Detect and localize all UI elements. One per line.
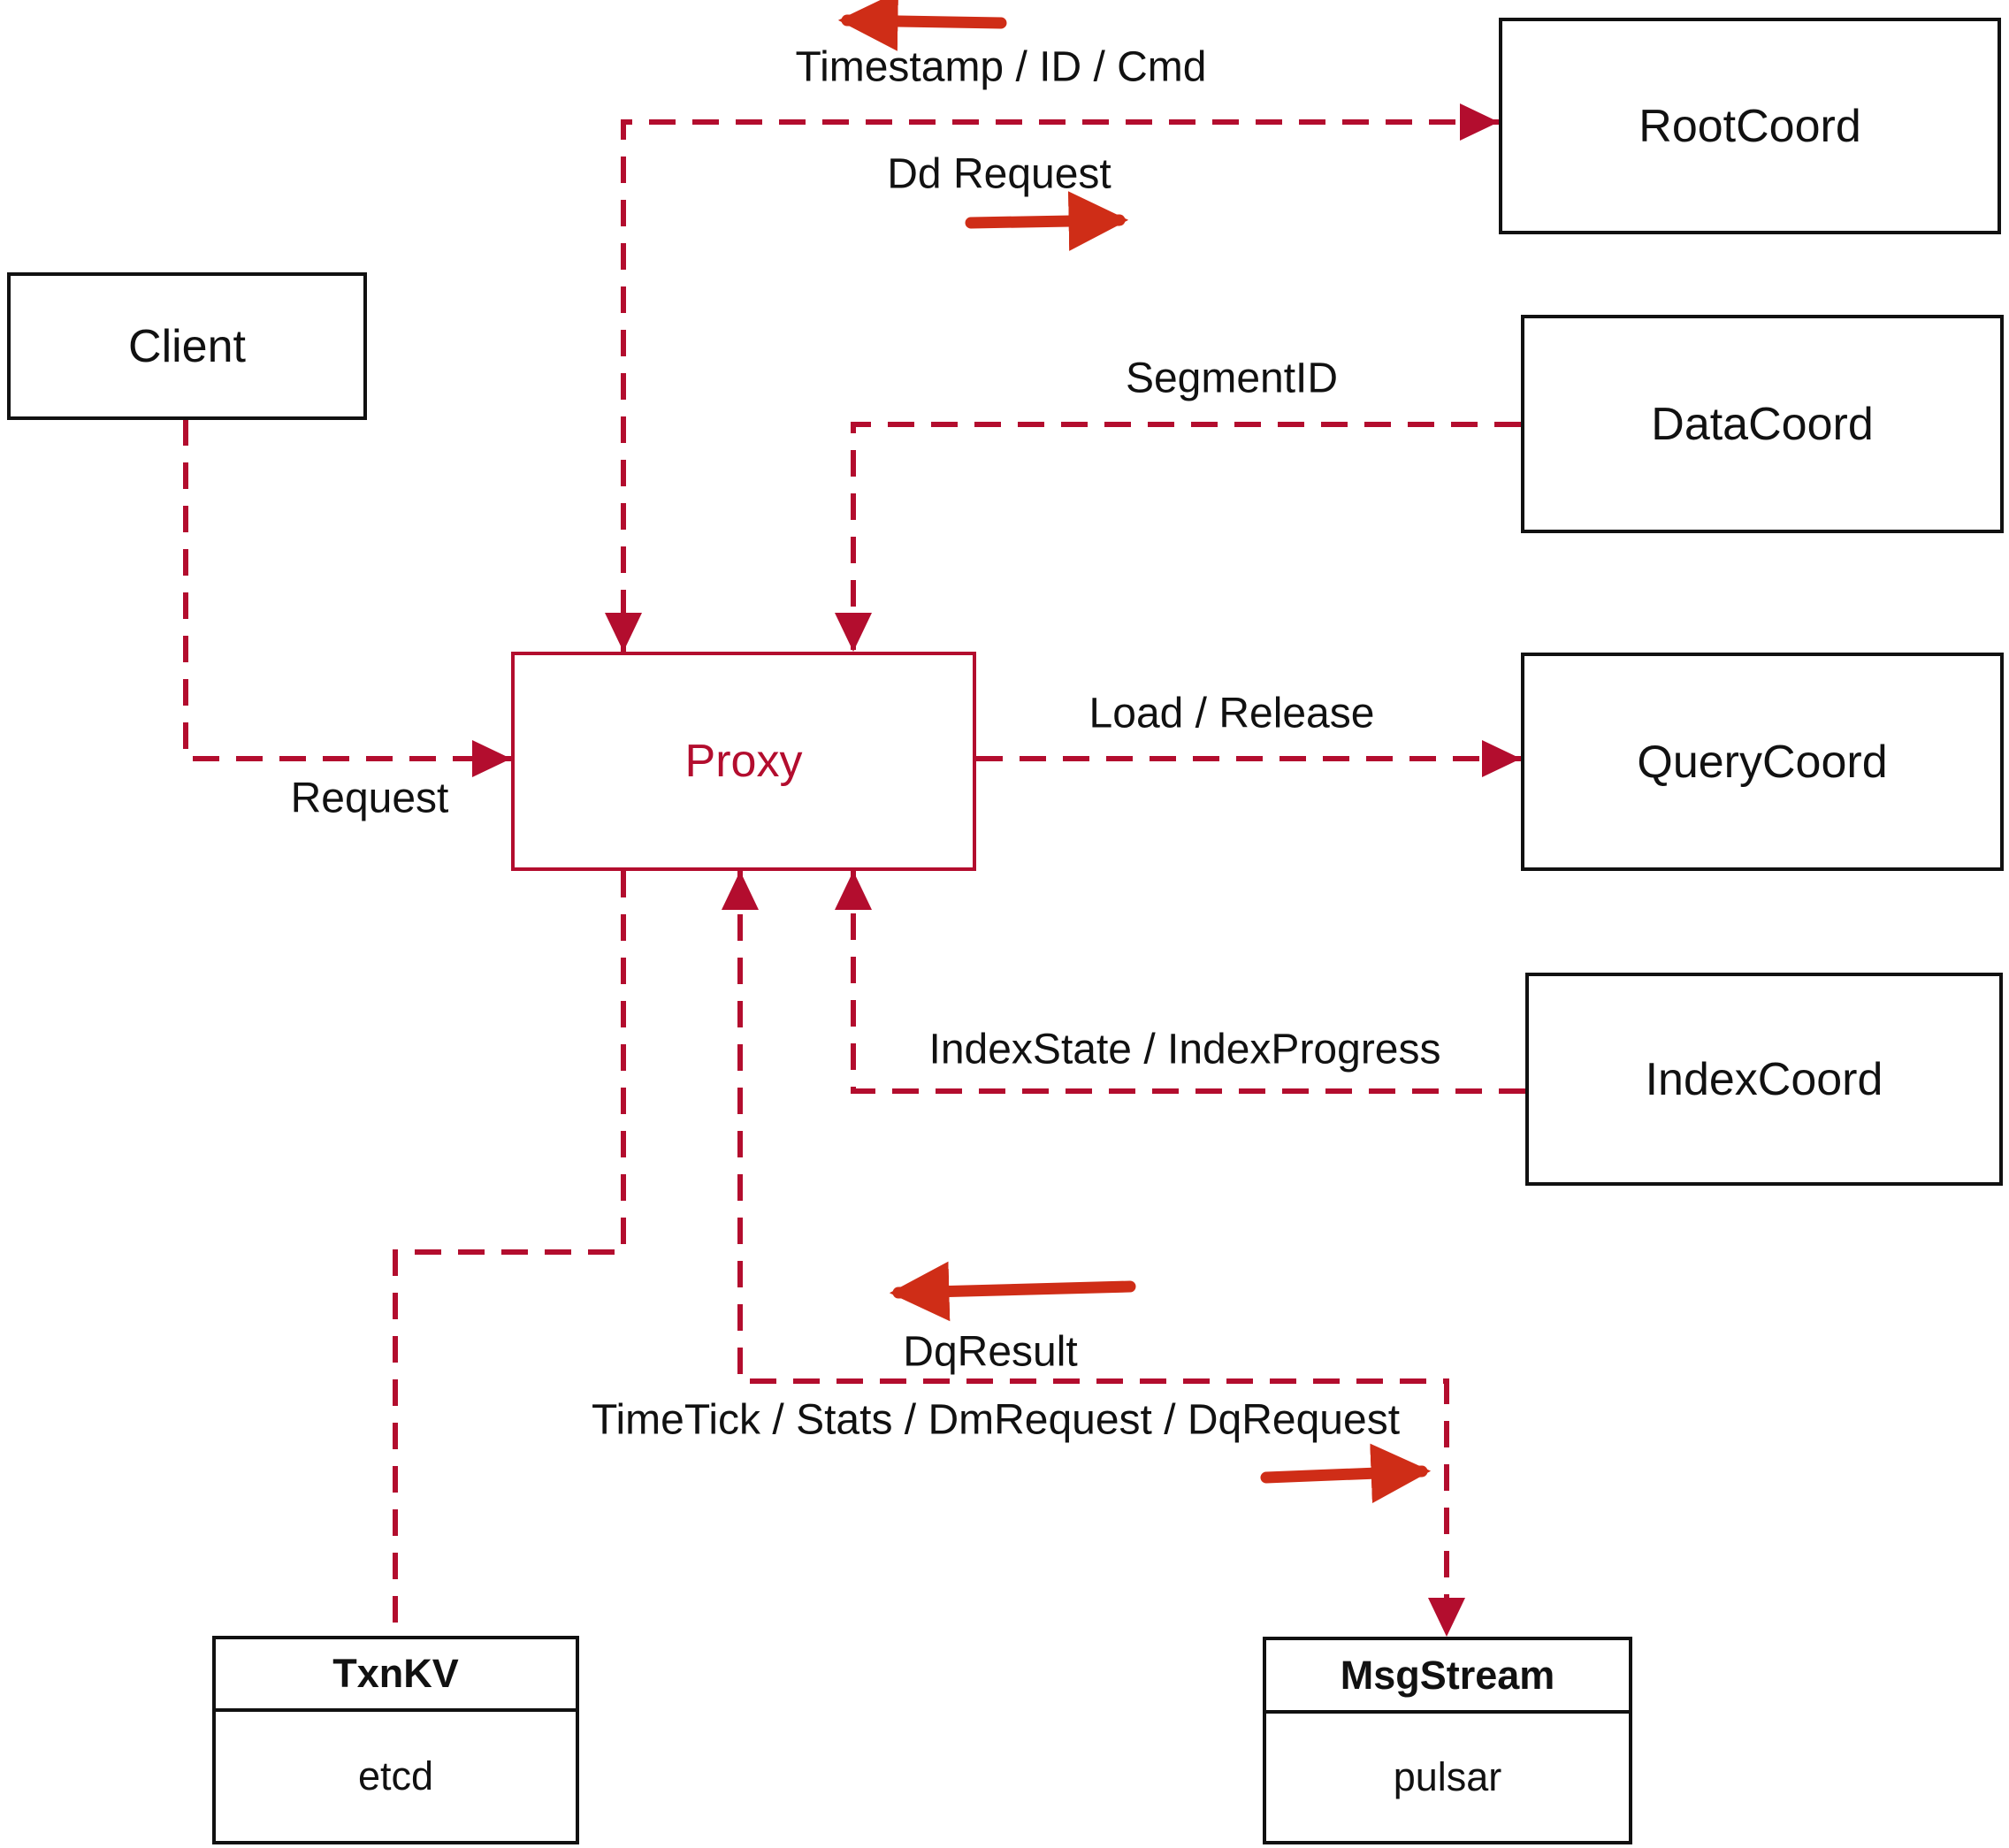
edge-datacoord-proxy xyxy=(851,422,1521,652)
direction-arrow-left-dqresult-icon xyxy=(889,1261,1136,1322)
node-indexcoord: IndexCoord xyxy=(1525,973,2003,1186)
edge-label-timestamp: Timestamp / ID / Cmd xyxy=(795,43,1207,91)
arrowhead-into-rootcoord xyxy=(1460,103,1499,141)
arrowhead-into-msgstream xyxy=(1428,1598,1465,1637)
edge-label-index-state: IndexState / IndexProgress xyxy=(928,1026,1441,1073)
arrowhead-into-querycoord xyxy=(1482,740,1521,777)
edge-indexcoord-proxy xyxy=(851,871,1525,1094)
edge-label-load-release: Load / Release xyxy=(1089,690,1375,737)
arrowhead-into-proxy-bottom-right xyxy=(835,871,872,910)
arrowhead-into-proxy-top-right xyxy=(835,613,872,652)
node-rootcoord-label: RootCoord xyxy=(1639,100,1861,152)
node-client: Client xyxy=(7,272,367,420)
edge-proxy-rootcoord xyxy=(621,119,1499,652)
node-client-label: Client xyxy=(128,320,246,372)
node-querycoord: QueryCoord xyxy=(1521,653,2004,871)
arrowhead-into-proxy-bottom-mid xyxy=(722,871,759,910)
edge-label-request: Request xyxy=(290,775,449,822)
node-proxy: Proxy xyxy=(511,652,976,871)
direction-arrow-right-timetick-icon xyxy=(1260,1443,1432,1504)
direction-arrow-right-dd-request-icon xyxy=(965,191,1129,251)
node-msgstream-value: pulsar xyxy=(1393,1754,1502,1799)
node-msgstream: MsgStream pulsar xyxy=(1263,1637,1632,1844)
node-datacoord: DataCoord xyxy=(1521,315,2004,533)
arrowhead-into-proxy-left xyxy=(472,740,511,777)
node-txnkv-value: etcd xyxy=(357,1753,434,1798)
arrowhead-into-proxy-top-left xyxy=(605,613,642,652)
edge-label-segment-id: SegmentID xyxy=(1125,355,1339,402)
node-datacoord-label: DataCoord xyxy=(1651,398,1874,450)
node-txnkv-title: TxnKV xyxy=(216,1639,576,1712)
edge-label-dq-result: DqResult xyxy=(903,1328,1078,1376)
node-msgstream-title: MsgStream xyxy=(1266,1640,1629,1714)
direction-arrow-left-timestamp-icon xyxy=(837,0,1007,51)
node-rootcoord: RootCoord xyxy=(1499,18,2001,234)
edge-label-timetick: TimeTick / Stats / DmRequest / DqRequest xyxy=(591,1396,1401,1444)
node-proxy-label: Proxy xyxy=(684,736,803,787)
edge-client-proxy xyxy=(183,419,511,761)
edge-proxy-msgstream xyxy=(737,871,1449,1637)
edge-proxy-txnkv xyxy=(393,871,626,1636)
node-txnkv: TxnKV etcd xyxy=(212,1636,579,1844)
edge-label-dd-request: Dd Request xyxy=(887,150,1111,198)
node-indexcoord-label: IndexCoord xyxy=(1645,1053,1883,1105)
node-querycoord-label: QueryCoord xyxy=(1637,736,1888,788)
